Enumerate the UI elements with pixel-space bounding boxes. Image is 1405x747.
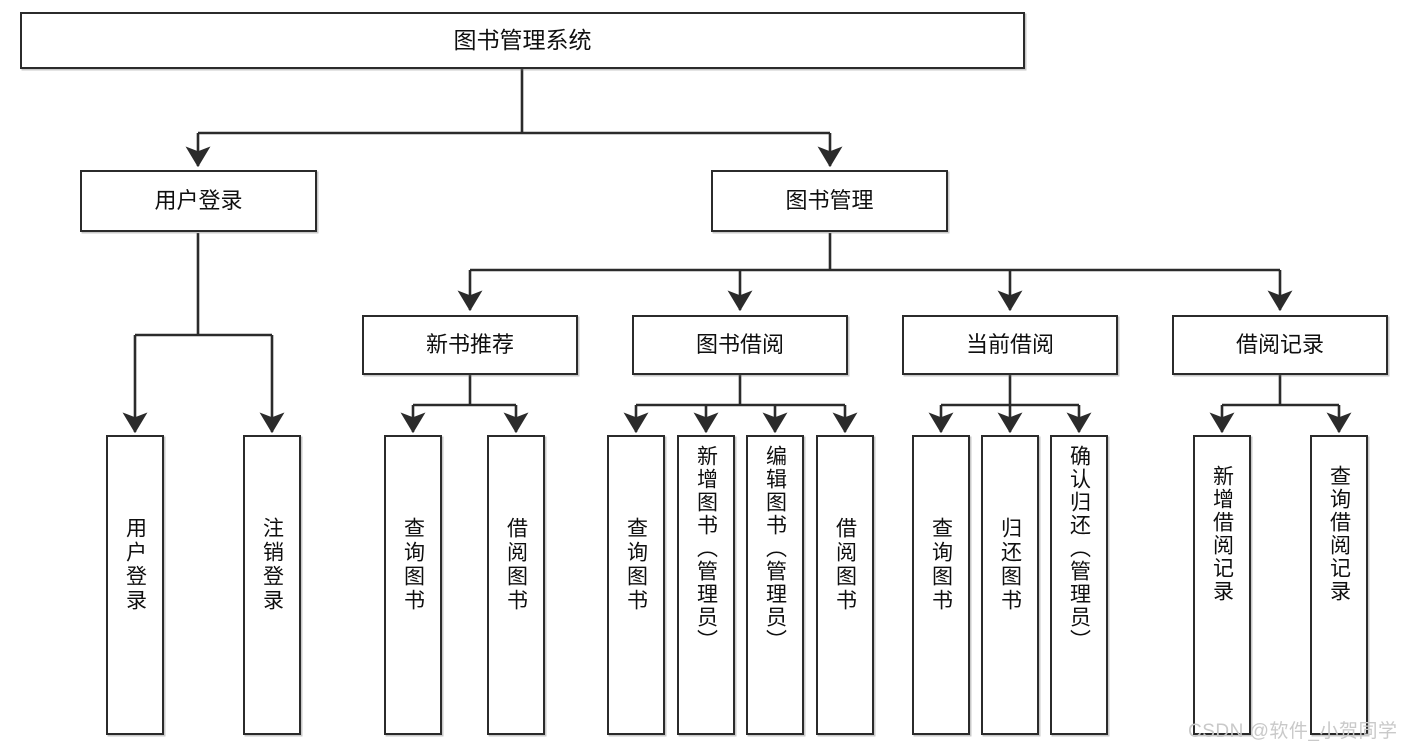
- node-book-manage-label: 图书管理: [785, 188, 874, 214]
- node-leaf-borrow-book-1-label: 借阅图书: [504, 517, 528, 613]
- node-leaf-add-book[interactable]: 新增图书（管理员）: [677, 435, 735, 735]
- watermark-text: CSDN @软件_小贺同学: [1188, 721, 1398, 742]
- node-leaf-query-record[interactable]: 查询借阅记录: [1310, 435, 1368, 735]
- node-leaf-borrow-book-1[interactable]: 借阅图书: [487, 435, 545, 735]
- node-current-borrow[interactable]: 当前借阅: [902, 315, 1118, 375]
- node-leaf-query-book-1-label: 查询图书: [401, 517, 425, 613]
- node-leaf-query-book-2[interactable]: 查询图书: [607, 435, 665, 735]
- node-new-book-rec[interactable]: 新书推荐: [362, 315, 578, 375]
- node-leaf-user-logout-label: 注销登录: [260, 517, 284, 613]
- node-borrow-record[interactable]: 借阅记录: [1172, 315, 1388, 375]
- node-leaf-query-record-label: 查询借阅记录: [1327, 465, 1351, 603]
- node-leaf-user-login-label: 用户登录: [123, 517, 147, 613]
- node-leaf-borrow-book-2-label: 借阅图书: [833, 517, 857, 613]
- node-leaf-user-login[interactable]: 用户登录: [106, 435, 164, 735]
- node-leaf-add-record-label: 新增借阅记录: [1210, 465, 1234, 603]
- node-leaf-query-book-3[interactable]: 查询图书: [912, 435, 970, 735]
- node-leaf-add-record[interactable]: 新增借阅记录: [1193, 435, 1251, 735]
- node-new-book-rec-label: 新书推荐: [425, 332, 514, 358]
- node-leaf-query-book-1[interactable]: 查询图书: [384, 435, 442, 735]
- node-leaf-add-book-label: 新增图书（管理员）: [694, 445, 718, 652]
- node-leaf-edit-book-label: 编辑图书（管理员）: [763, 445, 787, 652]
- node-user-login-label: 用户登录: [154, 188, 243, 214]
- node-leaf-confirm-return[interactable]: 确认归还（管理员）: [1050, 435, 1108, 735]
- node-leaf-query-book-2-label: 查询图书: [624, 517, 648, 613]
- node-book-manage[interactable]: 图书管理: [711, 170, 948, 232]
- node-user-login[interactable]: 用户登录: [80, 170, 317, 232]
- node-leaf-confirm-return-label: 确认归还（管理员）: [1067, 445, 1091, 652]
- node-leaf-user-logout[interactable]: 注销登录: [243, 435, 301, 735]
- node-leaf-query-book-3-label: 查询图书: [929, 517, 953, 613]
- node-leaf-borrow-book-2[interactable]: 借阅图书: [816, 435, 874, 735]
- node-root-label: 图书管理系统: [453, 26, 592, 53]
- node-borrow-record-label: 借阅记录: [1235, 332, 1324, 358]
- node-current-borrow-label: 当前借阅: [965, 332, 1054, 358]
- node-leaf-return-book[interactable]: 归还图书: [981, 435, 1039, 735]
- node-book-borrow[interactable]: 图书借阅: [632, 315, 848, 375]
- node-leaf-return-book-label: 归还图书: [998, 517, 1022, 613]
- node-book-borrow-label: 图书借阅: [695, 332, 784, 358]
- node-root[interactable]: 图书管理系统: [20, 12, 1025, 69]
- node-leaf-edit-book[interactable]: 编辑图书（管理员）: [746, 435, 804, 735]
